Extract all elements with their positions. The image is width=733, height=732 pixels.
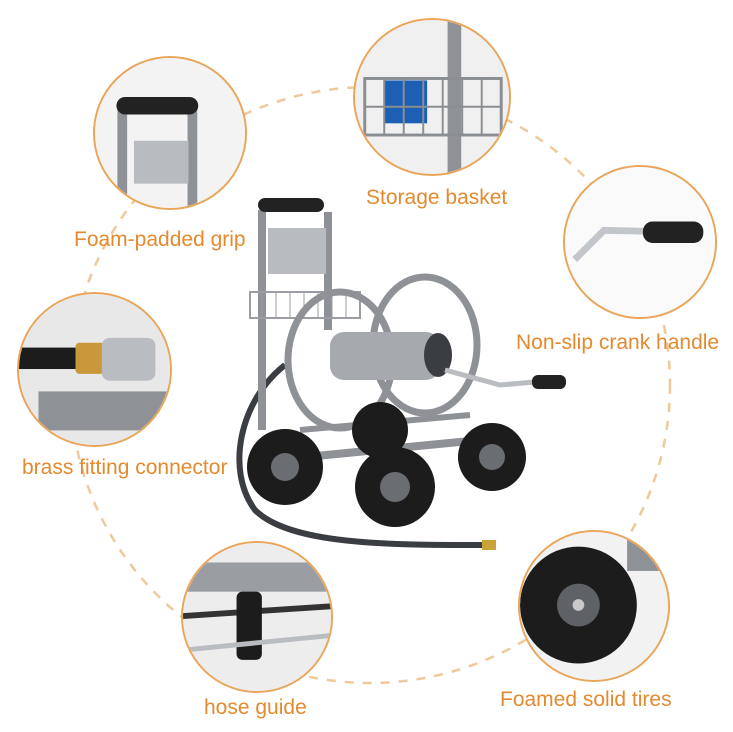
label-hose-guide: hose guide xyxy=(204,696,307,719)
hose-guide-detail-image xyxy=(183,543,331,691)
crank-detail-image xyxy=(565,167,715,317)
label-foam-padded-grip: Foam-padded grip xyxy=(74,228,246,251)
hose-guide-detail-bubble xyxy=(181,541,333,693)
tires-detail-bubble xyxy=(518,530,670,682)
grip-detail-bubble xyxy=(93,56,247,210)
basket-detail-image xyxy=(355,20,509,174)
label-foamed-solid-tires: Foamed solid tires xyxy=(500,688,672,711)
label-storage-basket: Storage basket xyxy=(366,186,508,209)
label-brass-fitting-connector: brass fitting connector xyxy=(22,456,228,479)
grip-detail-image xyxy=(95,58,245,208)
basket-detail-bubble xyxy=(353,18,511,176)
label-non-slip-crank-handle: Non-slip crank handle xyxy=(516,331,720,354)
brass-detail-image xyxy=(19,294,170,445)
brass-detail-bubble xyxy=(17,292,172,447)
crank-detail-bubble xyxy=(563,165,717,319)
tires-detail-image xyxy=(520,532,668,680)
